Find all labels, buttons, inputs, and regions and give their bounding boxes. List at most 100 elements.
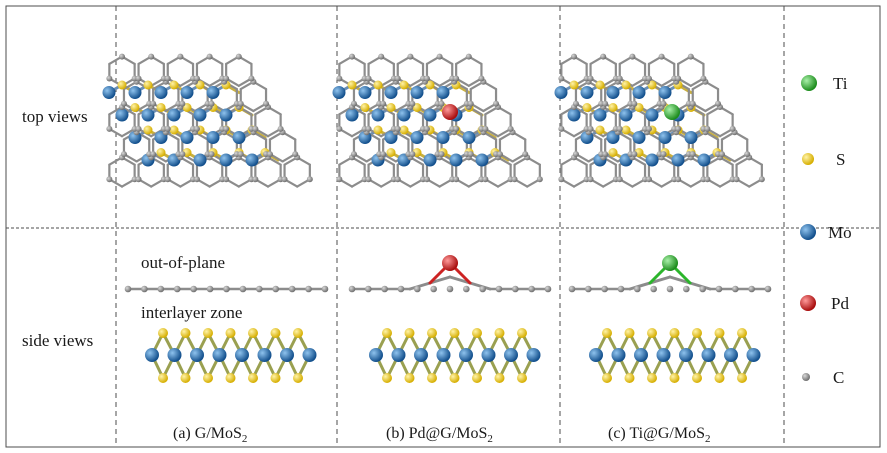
legend-pd-label: Pd xyxy=(831,294,849,313)
carbon-atom xyxy=(528,285,535,293)
sulfur-atom xyxy=(399,80,409,90)
molybdenum-atom xyxy=(645,108,659,122)
legend-s-atom xyxy=(802,153,814,165)
sulfur-atom xyxy=(714,373,725,383)
carbon-atom xyxy=(660,151,667,158)
carbon-atom xyxy=(666,285,674,293)
sulfur-atom xyxy=(117,80,127,90)
carbon-atom xyxy=(522,151,529,158)
carbon-atom xyxy=(350,151,357,158)
molybdenum-atom xyxy=(589,348,603,362)
molybdenum-atom xyxy=(232,131,246,144)
carbon-atom xyxy=(601,285,608,293)
sulfur-atom xyxy=(158,373,168,383)
sulfur-atom xyxy=(449,328,460,338)
sulfur-atom xyxy=(737,373,747,383)
carbon-atom xyxy=(675,176,682,183)
carbon-atom xyxy=(150,100,157,107)
carbon-atom xyxy=(704,125,711,132)
carbon-atom xyxy=(306,176,313,183)
sulfur-atom xyxy=(621,125,631,135)
carbon-atom xyxy=(223,75,230,82)
molybdenum-atom xyxy=(345,108,359,122)
molybdenum-atom xyxy=(414,348,428,362)
sulfur-atom xyxy=(373,80,383,90)
carbon-atom xyxy=(350,100,357,107)
molybdenum-atom xyxy=(206,131,220,144)
carbon-atom xyxy=(715,100,722,107)
carbon-atom xyxy=(237,151,244,158)
carbon-atom xyxy=(208,151,215,158)
carbon-atom xyxy=(587,125,594,132)
sulfur-atom xyxy=(203,328,213,338)
molybdenum-atom xyxy=(449,153,463,167)
carbon-atom xyxy=(700,75,707,82)
carbon-atom xyxy=(467,100,474,107)
carbon-atom xyxy=(409,151,416,158)
side-view-c xyxy=(568,255,772,383)
molybdenum-atom xyxy=(632,86,646,99)
molybdenum-atom xyxy=(358,86,372,99)
carbon-atom xyxy=(764,285,772,293)
carbon-atom xyxy=(305,285,312,293)
sulfur-atom xyxy=(382,328,392,338)
carbon-atom xyxy=(190,285,197,293)
carbon-atom xyxy=(252,125,259,132)
carbon-atom xyxy=(141,285,148,293)
legend-c-atom xyxy=(802,373,810,381)
sulfur-atom xyxy=(669,373,680,383)
carbon-atom xyxy=(277,125,284,132)
molybdenum-atom xyxy=(436,86,450,99)
molybdenum-atom xyxy=(593,108,607,122)
carbon-atom xyxy=(602,151,609,158)
carbon-atom xyxy=(380,100,387,107)
carbon-atom xyxy=(106,176,113,183)
molybdenum-atom xyxy=(656,348,671,362)
molybdenum-atom xyxy=(526,348,541,362)
carbon-atom xyxy=(536,176,543,183)
carbon-atom xyxy=(173,285,181,293)
annotation-interlayer-zone: interlayer zone xyxy=(141,303,242,322)
figure-frame xyxy=(5,5,881,448)
sulfur-atom xyxy=(225,373,236,383)
carbon-atom xyxy=(453,176,460,183)
carbon-atom xyxy=(120,151,127,158)
carbon-atom xyxy=(193,125,200,132)
molybdenum-atom xyxy=(423,153,437,167)
carbon-atom xyxy=(650,285,657,293)
sulfur-atom xyxy=(595,80,605,90)
carbon-atom xyxy=(208,100,215,107)
molybdenum-atom xyxy=(167,348,182,362)
carbon-atom xyxy=(463,285,470,293)
molybdenum-atom xyxy=(167,108,181,122)
molybdenum-atom xyxy=(645,153,659,167)
carbon-atom xyxy=(634,285,641,293)
carbon-atom xyxy=(479,285,486,293)
carbon-atom xyxy=(718,151,725,158)
carbon-atom xyxy=(699,285,706,293)
carbon-atom xyxy=(423,125,430,132)
carbon-atom xyxy=(336,176,343,183)
carbon-atom xyxy=(135,75,142,82)
top-view-c xyxy=(554,53,765,188)
carbon-atom xyxy=(179,100,186,107)
carbon-atom xyxy=(704,176,711,183)
sulfur-atom xyxy=(248,373,258,383)
carbon-atom xyxy=(106,75,113,82)
molybdenum-atom xyxy=(219,153,233,167)
row-label-top: top views xyxy=(22,107,88,126)
palladium-atom xyxy=(442,255,458,271)
sulfur-atom xyxy=(472,373,482,383)
carbon-atom xyxy=(380,151,387,158)
molybdenum-atom xyxy=(391,348,406,362)
molybdenum-atom xyxy=(384,86,398,99)
legend-ti-label: Ti xyxy=(833,74,848,93)
molybdenum-atom xyxy=(219,108,233,122)
molybdenum-atom xyxy=(567,108,581,122)
carbon-atom xyxy=(381,285,388,293)
molybdenum-atom xyxy=(632,131,646,144)
molybdenum-atom xyxy=(481,348,496,362)
molybdenum-atom xyxy=(193,108,207,122)
carbon-atom xyxy=(148,53,155,60)
caption-c: (c) Ti@G/MoS2 xyxy=(608,425,710,445)
